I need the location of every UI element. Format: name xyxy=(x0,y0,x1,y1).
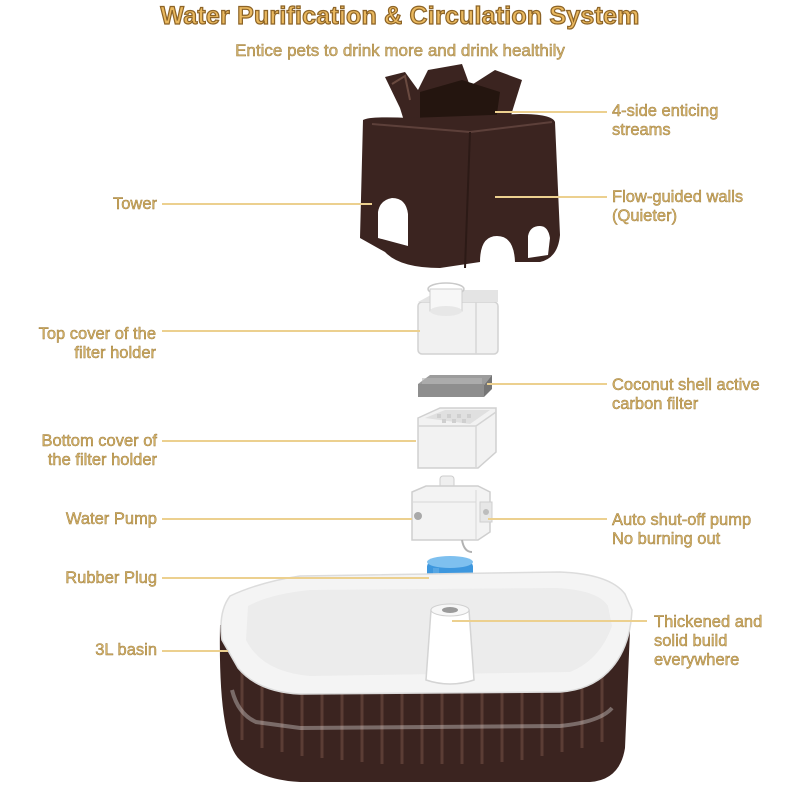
leader-line-top-cover xyxy=(162,330,420,332)
leader-line-bottom-cover xyxy=(162,440,416,442)
label-build: Thickened and solid build everywhere xyxy=(654,613,763,669)
leader-line-rubber-plug xyxy=(162,577,429,579)
label-bottom-cover: Bottom cover of the filter holder xyxy=(41,432,157,469)
label-basin: 3L basin xyxy=(95,641,157,659)
leader-line-walls xyxy=(495,196,607,198)
label-rubber-plug: Rubber Plug xyxy=(65,569,157,587)
top-cover-part xyxy=(417,282,499,355)
tower-part xyxy=(360,64,560,269)
bottom-cover-part xyxy=(417,407,497,469)
label-tower: Tower xyxy=(112,195,157,213)
diagram-title: Water Purification & Circulation System xyxy=(160,1,640,30)
label-carbon-filter: Coconut shell active carbon filter xyxy=(612,376,760,413)
leader-line-carbon-filter xyxy=(487,383,607,385)
label-auto-pump: Auto shut-off pump No burning out xyxy=(612,511,752,548)
leader-line-basin xyxy=(162,650,228,652)
leader-line-water-pump xyxy=(162,518,412,520)
diagram-subtitle: Entice pets to drink more and drink heal… xyxy=(235,41,565,61)
label-streams: 4-side enticing streams xyxy=(612,102,719,139)
carbon-filter-part xyxy=(418,375,492,397)
basin-part xyxy=(219,571,633,782)
leader-line-tower xyxy=(162,203,372,205)
water-pump-part xyxy=(411,475,493,553)
label-walls: Flow-guided walls (Quieter) xyxy=(612,188,744,225)
label-top-cover: Top cover of the filter holder xyxy=(38,325,156,362)
leader-line-streams xyxy=(495,111,607,113)
leader-line-auto-pump xyxy=(488,518,607,520)
leader-line-build xyxy=(452,620,647,622)
label-water-pump: Water Pump xyxy=(65,510,158,528)
